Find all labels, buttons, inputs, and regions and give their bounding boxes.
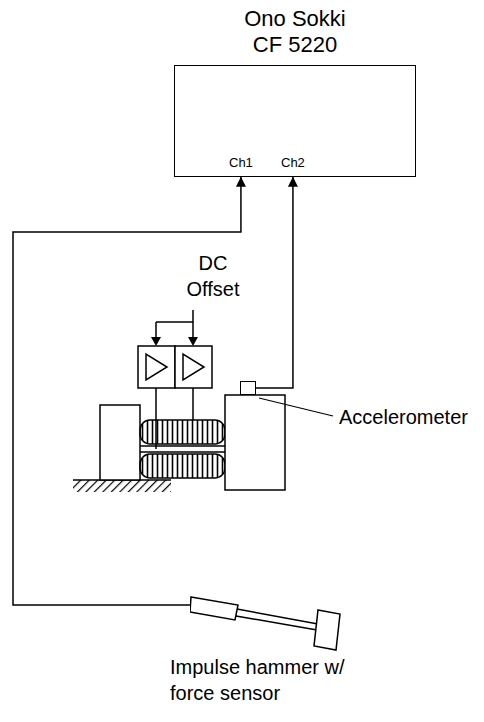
component-label: Accelerometer bbox=[339, 404, 468, 430]
signal-cable bbox=[256, 177, 293, 388]
shaker-coil bbox=[140, 454, 225, 478]
channel-label: Ch2 bbox=[281, 155, 305, 170]
amplifier-symbol bbox=[138, 346, 212, 388]
leader-line bbox=[259, 398, 333, 416]
dc-offset-bracket bbox=[156, 310, 193, 338]
arrowhead bbox=[188, 337, 198, 346]
ground-hatch bbox=[73, 480, 171, 492]
channel-label: Ch1 bbox=[229, 155, 253, 170]
analyzer-box: Ono Sokki CF 5220Ch1 Ch2 bbox=[174, 6, 416, 177]
instrument-name: Ono Sokki CF 5220 bbox=[239, 6, 351, 59]
component-label: Impulse hammer w/ force sensor bbox=[170, 654, 358, 706]
control-label: DC Offset bbox=[178, 250, 248, 302]
shaker-base-block bbox=[100, 405, 140, 480]
impulse-hammer: Impulse hammer w/ force sensor bbox=[190, 588, 352, 652]
arrowhead bbox=[288, 177, 298, 187]
hammer-drawing bbox=[190, 588, 352, 652]
analyzer-outline: Ch1 Ch2 bbox=[174, 65, 416, 177]
signal-cable bbox=[13, 177, 241, 605]
accelerometer: Accelerometer bbox=[240, 381, 256, 395]
arrowhead bbox=[151, 337, 161, 346]
shaker-armature-block bbox=[225, 395, 285, 490]
shaker-coil bbox=[140, 420, 225, 444]
shaker-rod bbox=[140, 446, 225, 452]
arrowhead bbox=[236, 177, 246, 187]
